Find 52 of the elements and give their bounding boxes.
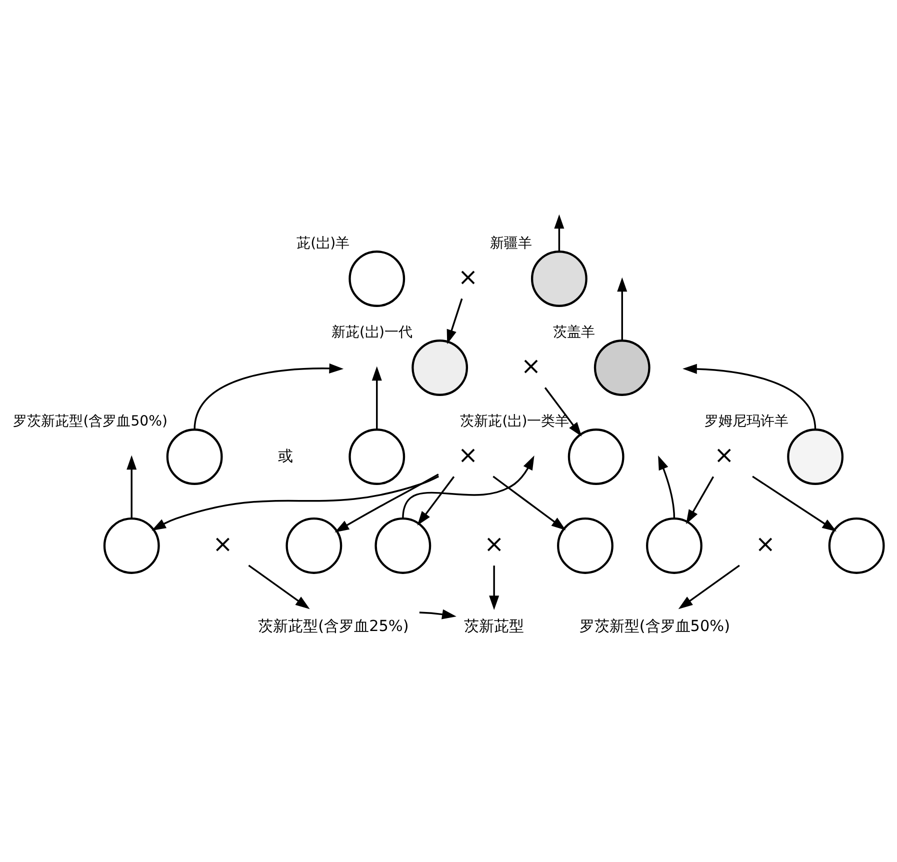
arrow: [752, 476, 837, 532]
node-text: ×: [212, 530, 233, 558]
arrow: [419, 609, 456, 620]
arrow: [417, 476, 455, 526]
arrow: [686, 476, 714, 524]
arrow: [658, 456, 676, 519]
node-text: ×: [714, 440, 734, 469]
arrow: [194, 363, 344, 430]
node-label: 茨盖羊: [552, 324, 595, 341]
node-circle: [568, 428, 624, 485]
node-circle: [103, 518, 160, 574]
node-circle: [348, 250, 406, 307]
node-text: ×: [458, 440, 478, 469]
node-circle: [166, 428, 223, 485]
node-text: ×: [484, 530, 504, 558]
arrow: [489, 566, 500, 610]
arrow: [248, 564, 310, 610]
arrow: [492, 476, 566, 530]
node-label: 罗茨新茈型(含罗血50%): [13, 414, 168, 430]
arrow: [126, 455, 137, 519]
node-text: 茨新茈型: [464, 617, 524, 636]
node-label: 新疆羊: [490, 236, 532, 252]
arrow: [372, 366, 382, 430]
arrow: [334, 474, 439, 532]
node-circle: [348, 428, 406, 485]
node-circle: [374, 518, 432, 574]
node-circle: [594, 340, 650, 396]
node-text: ×: [458, 262, 478, 291]
arrow: [678, 564, 740, 610]
node-circle: [412, 340, 468, 396]
node-circle: [557, 518, 614, 574]
node-text: ×: [755, 530, 776, 558]
node-circle: [286, 518, 342, 574]
node-label: 新茈(岀)一代: [331, 324, 412, 341]
node-label: 茈(岀)羊: [296, 236, 350, 252]
node-text: 茨新茈型(含罗血25%): [258, 617, 409, 636]
arrow: [446, 298, 463, 344]
node-circle: [787, 428, 844, 485]
arrow: [682, 364, 816, 430]
arrow: [617, 277, 628, 341]
node-text: ×: [520, 352, 541, 380]
node-circle: [530, 250, 588, 307]
arrow: [402, 456, 534, 519]
label: 或: [278, 446, 294, 465]
node-circle: [828, 518, 885, 574]
node-circle: [646, 518, 702, 574]
arrow: [152, 476, 440, 531]
arrow: [554, 214, 564, 252]
node-label: 罗姆尼玛许羊: [704, 414, 788, 430]
node-label: 茨新茈(岀)一类羊: [460, 414, 570, 430]
node-text: 罗茨新型(含罗血50%): [579, 617, 730, 636]
arrow: [544, 387, 582, 437]
